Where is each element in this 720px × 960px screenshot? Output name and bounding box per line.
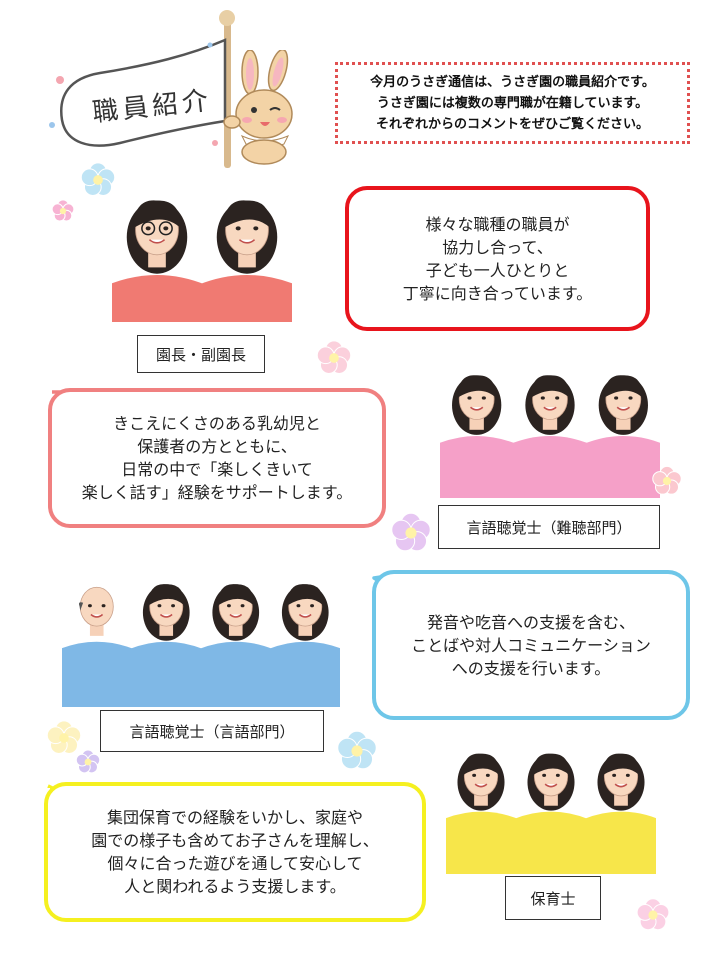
bubble-line: 園での様子も含めてお子さんを理解し、: [91, 831, 379, 850]
bubble-line: 人と関われるよう支援します。: [124, 877, 346, 896]
flower-icon: [75, 749, 101, 774]
bubble-line: 集団保育での経験をいかし、家庭や: [106, 808, 363, 827]
flower-icon: [80, 162, 116, 196]
staff-person: [197, 584, 274, 707]
flower-icon: [46, 720, 82, 754]
staff-person: [512, 753, 590, 874]
staff-illustration: [107, 200, 297, 322]
staff-illustration: [58, 584, 344, 707]
staff-person: [436, 375, 517, 498]
section-label: 保育士: [505, 876, 601, 920]
staff-group-hearing: [436, 348, 664, 498]
section-label: 言語聴覚士（難聴部門）: [438, 505, 660, 549]
bubble-line: 日常の中で「楽しくきいて: [121, 460, 313, 479]
staff-person: [107, 200, 207, 322]
staff-group-director: [107, 182, 297, 322]
flower-icon: [391, 512, 431, 552]
bubble-body: 発音や吃音への支援を含む、 ことばや対人コミュニケーション への支援を行います。: [372, 570, 690, 720]
speech-bubble-childcare: 集団保育での経験をいかし、家庭や 園での様子も含めてお子さんを理解し、 個々に合…: [40, 782, 426, 922]
bubble-line: 丁寧に向き合っています。: [402, 283, 593, 303]
flower-icon: [51, 199, 75, 222]
staff-person: [128, 584, 205, 707]
intro-box: 今月のうさぎ通信は、うさぎ園の職員紹介です。 うさぎ園には複数の専門職が在籍して…: [335, 62, 690, 144]
staff-illustration: [442, 753, 660, 874]
intro-line: それぞれからのコメントをぜひご覧ください。: [375, 116, 649, 132]
speech-bubble-director: 様々な職種の職員が 協力し合って、 子ども一人ひとりと 丁寧に向き合っています。: [345, 186, 650, 331]
bubble-line: 個々に合った遊びを通して安心して: [107, 854, 363, 873]
bubble-line: への支援を行います。: [451, 658, 611, 678]
staff-person: [58, 586, 135, 707]
bubble-line: 保護者の方とともに、: [137, 437, 297, 456]
bubble-body: 様々な職種の職員が 協力し合って、 子ども一人ひとりと 丁寧に向き合っています。: [345, 186, 650, 331]
flower-icon: [316, 340, 352, 374]
staff-person: [583, 375, 664, 498]
flag-pole-top: [219, 10, 235, 26]
intro-line: 今月のうさぎ通信は、うさぎ園の職員紹介です。: [370, 74, 655, 90]
bubble-line: 子ども一人ひとりと: [425, 260, 570, 280]
flower-icon: [652, 465, 682, 495]
staff-person: [442, 753, 520, 874]
staff-person: [267, 584, 344, 707]
staff-group-childcare: [442, 726, 660, 874]
section-label: 園長・副園長: [137, 335, 265, 373]
staff-person: [509, 375, 591, 498]
staff-person: [582, 753, 660, 874]
section-label: 言語聴覚士（言語部門）: [100, 710, 324, 752]
speech-bubble-language: 発音や吃音への支援を含む、 ことばや対人コミュニケーション への支援を行います。: [372, 570, 690, 720]
speech-bubble-hearing: きこえにくさのある乳幼児と 保護者の方とともに、 日常の中で「楽しくきいて 楽し…: [44, 388, 386, 528]
rabbit-mascot-icon: [223, 50, 293, 165]
bubble-line: 様々な職種の職員が: [425, 214, 570, 234]
bubble-line: 協力し合って、: [442, 237, 553, 257]
flag-banner: [49, 38, 227, 147]
staff-group-language: [58, 555, 344, 707]
staff-person: [197, 200, 297, 322]
intro-line: うさぎ園には複数の専門職が在籍しています。: [376, 95, 649, 111]
bubble-line: 発音や吃音への支援を含む、: [426, 612, 635, 632]
bubble-body: きこえにくさのある乳幼児と 保護者の方とともに、 日常の中で「楽しくきいて 楽し…: [48, 388, 386, 528]
flower-icon: [337, 730, 377, 770]
bubble-line: きこえにくさのある乳幼児と: [113, 414, 321, 433]
bubble-line: ことばや対人コミュニケーション: [411, 635, 651, 655]
flower-icon: [636, 898, 670, 931]
bubble-body: 集団保育での経験をいかし、家庭や 園での様子も含めてお子さんを理解し、 個々に合…: [44, 782, 426, 922]
flag-pole: [224, 18, 231, 168]
staff-illustration: [436, 375, 664, 498]
bubble-line: 楽しく話す」経験をサポートします。: [81, 483, 353, 502]
